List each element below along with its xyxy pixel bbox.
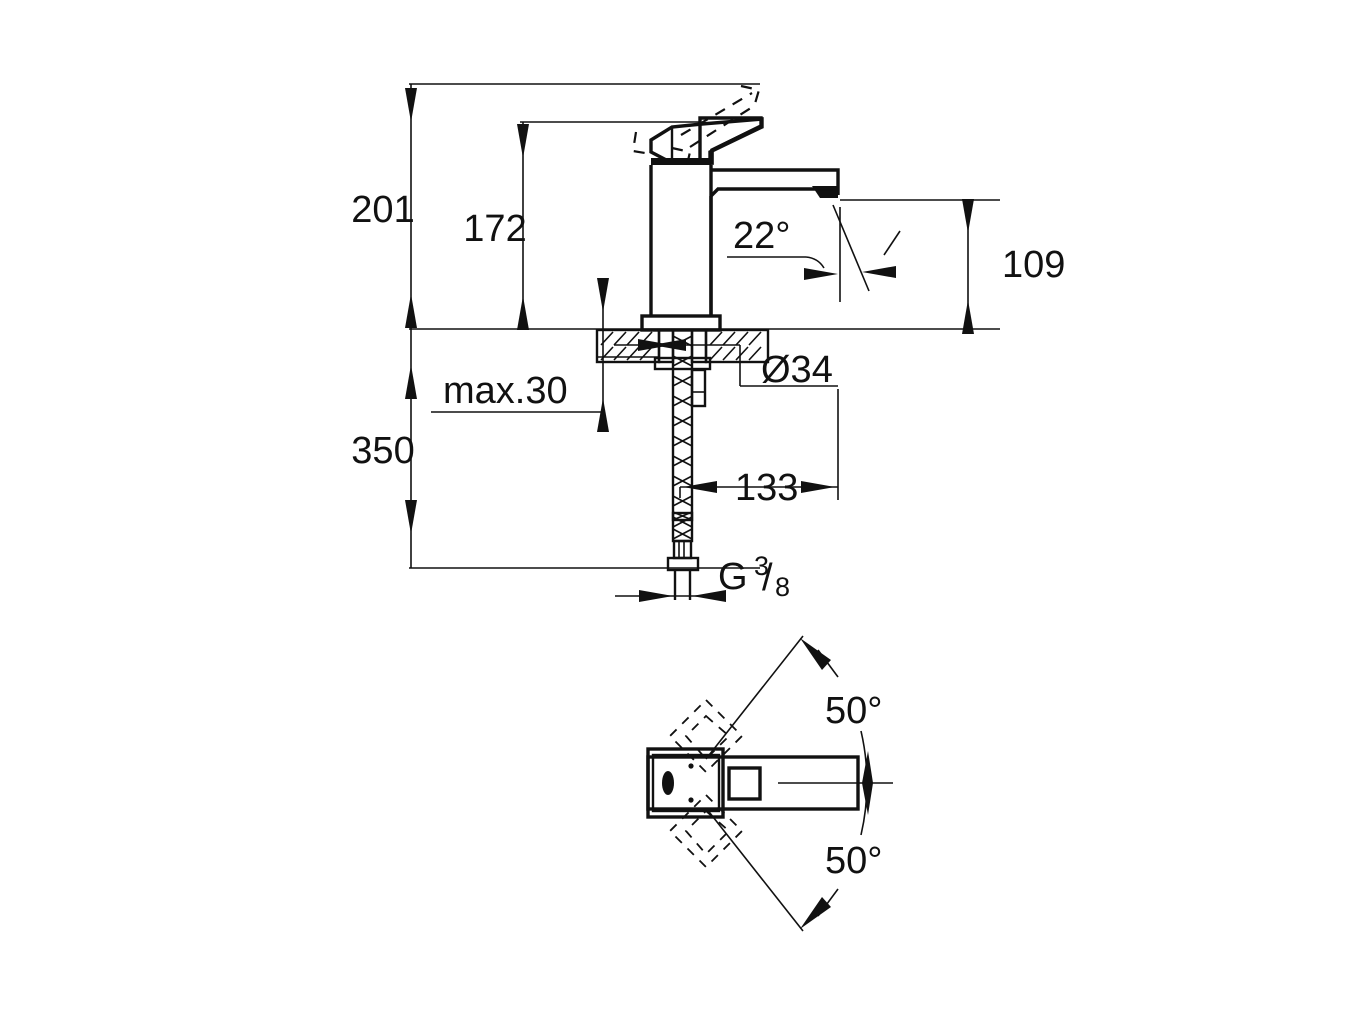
deck-hatching-left: [600, 331, 653, 361]
flex-hose-lower: [666, 511, 700, 600]
swivel-upper-50: 50°: [705, 635, 882, 760]
plan-lever-pivot: [662, 771, 674, 795]
dimension-diameter-34: Ø34: [597, 339, 838, 391]
mounting-nut: [653, 356, 712, 371]
plan-ghost-upper-diamond-inner: [684, 714, 731, 761]
dimension-label-172: 172: [463, 208, 526, 250]
hose-side-connector: [690, 368, 707, 408]
deck-hatching-right: [709, 331, 762, 361]
lever-ghost-arrowhead-up: [740, 84, 761, 108]
plan-screw-top: [688, 763, 694, 769]
spout-aerator: [812, 186, 838, 198]
swivel-lower-arrowhead: [800, 897, 831, 929]
faucet-elevation-geometry: G 3 / 8: [595, 84, 840, 602]
counter-deck-section: [595, 328, 770, 364]
swivel-center-arc: [860, 730, 873, 836]
elevation-view: 201 172 350 109: [351, 83, 1065, 602]
flex-hose-upper: [671, 328, 694, 522]
dimension-label-22deg: 22°: [733, 215, 790, 257]
dimension-172: 172: [463, 122, 529, 330]
thread-label-denominator: 8: [775, 572, 790, 602]
plan-square-outlet: [727, 766, 762, 801]
plan-handle-block: [646, 747, 725, 819]
plan-screw-bottom: [688, 797, 694, 803]
hose-hex-nut: [666, 556, 700, 572]
dimension-thread-g38: G 3 / 8: [615, 551, 790, 602]
lever-ghost-arrowhead-left: [631, 131, 652, 156]
leader-curve-22deg: [805, 256, 825, 269]
dimension-max30: max.30: [431, 278, 609, 432]
dimension-201: 201: [351, 84, 417, 329]
dimension-133: 133: [679, 389, 839, 509]
thread-label-slash: /: [762, 557, 773, 599]
dimension-22-degree: 22°: [727, 204, 901, 302]
dimension-label-133: 133: [735, 467, 798, 509]
swivel-lower-ray: [705, 807, 804, 932]
plan-ghost-lower: [668, 793, 744, 869]
swivel-arrow-up: [862, 751, 873, 783]
lever-wedge: [649, 117, 764, 165]
swivel-upper-ray: [705, 635, 804, 760]
dimension-label-109: 109: [1002, 244, 1065, 286]
lever-ghost-line-2: [689, 103, 758, 148]
lever-ghost-line-1: [680, 92, 753, 136]
hose-lower-braid: [672, 516, 693, 540]
lever-base-shadow: [651, 158, 711, 165]
swivel-lower-50: 50°: [705, 807, 882, 932]
thread-label-numerator: 3: [754, 551, 769, 581]
hose-upper-outline: [671, 328, 694, 522]
swivel-lower-label: 50°: [825, 840, 882, 882]
plan-ghost-lower-diamond-inner: [684, 809, 731, 856]
plan-handle-inner: [651, 753, 721, 813]
plan-ghost-upper: [668, 698, 744, 774]
lever-ghost-arrowhead-mid: [671, 146, 692, 170]
dimension-label-350: 350: [351, 430, 414, 472]
thread-label-prefix: G: [718, 556, 748, 598]
dimension-350: 350: [351, 329, 417, 568]
plan-view: 50° 50°: [646, 635, 893, 932]
swivel-upper-arrowhead: [800, 638, 831, 670]
swivel-upper-label: 50°: [825, 690, 882, 732]
leader-line-stream: [883, 230, 901, 256]
dimension-label-201: 201: [351, 189, 414, 231]
dimension-109: 109: [962, 199, 1065, 334]
dimension-label-max30: max.30: [443, 370, 568, 412]
dimension-label-d34: Ø34: [761, 349, 833, 391]
spout-stream-angle-line: [832, 204, 870, 292]
swivel-arrow-down: [862, 783, 873, 815]
